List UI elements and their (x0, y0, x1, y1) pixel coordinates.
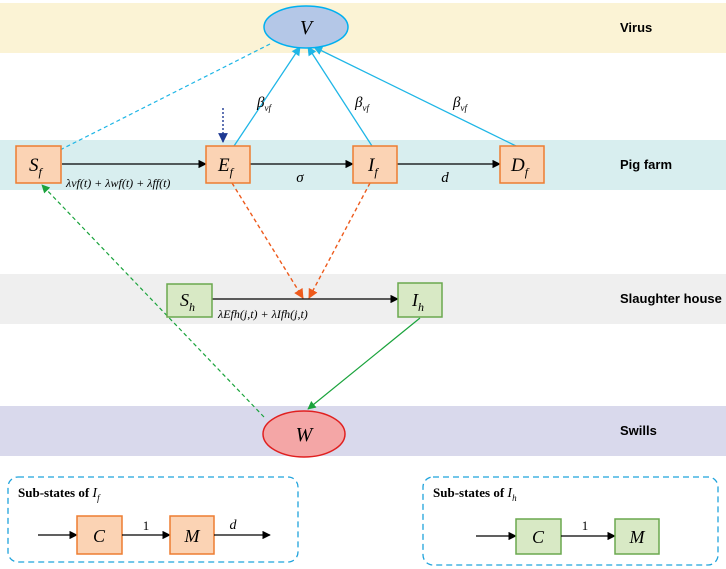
node-sf (15, 145, 62, 184)
substate-m-f-label: M (184, 526, 201, 546)
node-if-label: If (367, 155, 379, 179)
substates-ih-box (422, 476, 719, 566)
rate-c-to-m-h: 1 (582, 518, 589, 533)
swills-band-label: Swills (620, 423, 657, 438)
node-sh-label: Sh (180, 290, 195, 314)
arrow-df-to-v (313, 46, 517, 147)
node-v (263, 5, 349, 49)
node-df-label: Df (510, 155, 530, 179)
rate-out-m-f: d (230, 518, 238, 533)
beta-label-df: βvf (452, 95, 468, 113)
substates-if-box (7, 476, 299, 563)
arrow-if-to-slaughter-dashed (308, 182, 371, 299)
substate-c-f-label: C (93, 526, 106, 546)
arrow-ef-to-v (233, 46, 301, 147)
substate-m-h-label: M (629, 527, 646, 547)
lambda-slaughter-label: λEfh(j,t) + λIfh(j,t) (217, 307, 308, 321)
arrow-w-to-sf-dashed (41, 184, 265, 418)
node-ef (205, 145, 251, 184)
node-sh (166, 283, 213, 318)
arrow-ef-to-slaughter-dashed (231, 182, 304, 299)
arrow-if-to-v (307, 46, 373, 147)
node-w-label: W (296, 424, 315, 446)
swills-band (0, 406, 726, 456)
substate-c-h (515, 518, 562, 555)
substate-c-h-label: C (532, 527, 545, 547)
arrow-ih-to-w (307, 317, 421, 410)
node-ef-label: Ef (217, 155, 235, 179)
sigma-label: σ (296, 170, 304, 186)
node-v-label: V (300, 17, 315, 39)
substates-if-title: Sub-states of If (18, 485, 101, 503)
substate-m-f (169, 515, 215, 555)
arrow-v-to-sf-dashed (51, 43, 271, 155)
beta-label-ef: βvf (256, 95, 272, 113)
node-ih (397, 282, 443, 318)
slaughter-house-band-label: Slaughter house (620, 291, 722, 306)
beta-label-if: βvf (354, 95, 370, 113)
virus-band (0, 3, 726, 53)
substates-ih-title: Sub-states of Ih (433, 485, 517, 503)
substate-c-f (76, 515, 123, 555)
d-label: d (441, 170, 449, 186)
pig-farm-band-label: Pig farm (620, 157, 672, 172)
substate-m-h (614, 518, 660, 555)
lambda-farm-label: λvf(t) + λwf(t) + λff(t) (65, 176, 170, 190)
node-df (499, 145, 545, 184)
node-if (352, 145, 398, 184)
node-w (262, 410, 346, 458)
rate-c-to-m-f: 1 (143, 518, 150, 533)
node-sf-label: Sf (29, 155, 44, 179)
virus-band-label: Virus (620, 20, 652, 35)
node-ih-label: Ih (411, 290, 424, 314)
